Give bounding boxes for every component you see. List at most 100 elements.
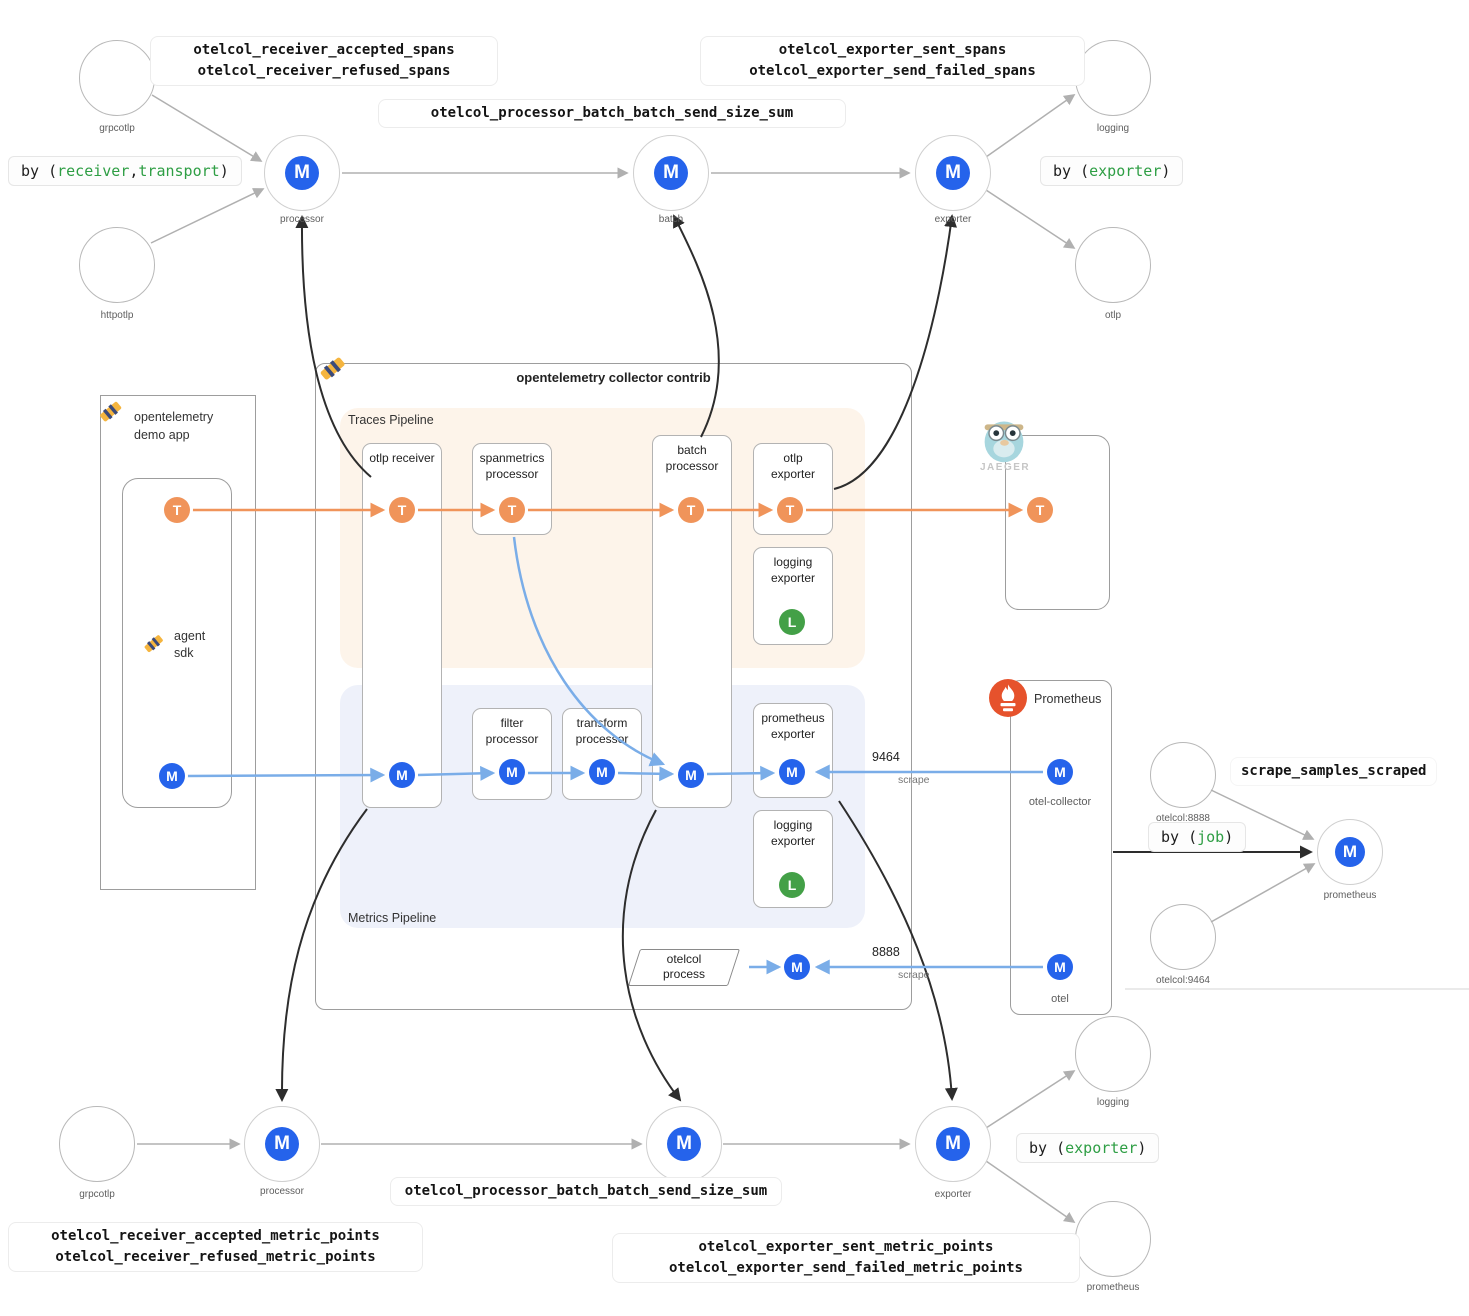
trace-signal-icon: T (499, 497, 525, 523)
metric-node-prometheus-scrape: M (1317, 819, 1383, 885)
by-transport: transport (138, 162, 220, 180)
scrape-target-8888 (1150, 742, 1216, 808)
by-job-label: by (job) (1148, 822, 1247, 852)
endpoint-label: grpcotlp (79, 1189, 115, 1200)
scrape-word: scrape (898, 774, 930, 786)
endpoint-grpcotlp (79, 40, 155, 116)
exporter-points-metric-label: otelcol_exporter_sent_metric_points otel… (612, 1233, 1080, 1283)
metric-badge-icon: M (654, 156, 688, 190)
opentelemetry-icon (96, 397, 126, 432)
trace-signal-icon: T (678, 497, 704, 523)
by-open: by ( (1161, 828, 1198, 846)
by-close: ) (1161, 162, 1171, 180)
metric-node-batch-spans: M (633, 135, 709, 211)
metric-badge-icon: M (1335, 837, 1365, 867)
opentelemetry-icon (316, 352, 350, 391)
metric-node-exporter-spans: M (915, 135, 991, 211)
by-close: ) (1137, 1139, 1147, 1157)
endpoint-logging-spans (1075, 40, 1151, 116)
metric-node-label: exporter (934, 1189, 972, 1200)
metric-signal-icon: M (499, 759, 525, 785)
box-logging-exporter-metrics: logging exporter (753, 810, 833, 908)
jaeger-frame (1005, 435, 1110, 610)
trace-signal-icon: T (164, 497, 190, 523)
demo-app-title: opentelemetry demo app (134, 410, 214, 442)
metrics-pipeline-label: Metrics Pipeline (348, 911, 437, 925)
metric-signal-icon: M (389, 762, 415, 788)
traces-pipeline-label: Traces Pipeline (348, 413, 434, 427)
trace-signal-icon: T (1027, 497, 1053, 523)
metric-badge-icon: M (285, 156, 319, 190)
metric-badge-icon: M (936, 156, 970, 190)
collector-contrib-frame (315, 363, 912, 1010)
endpoint-label: httpotlp (100, 310, 134, 321)
trace-signal-icon: T (389, 497, 415, 523)
log-signal-icon: L (779, 609, 805, 635)
metric-signal-icon: M (779, 759, 805, 785)
by-open: by ( (1029, 1139, 1066, 1157)
otelcol-process-label: otelcol process (662, 952, 706, 981)
metric-signal-icon: M (678, 762, 704, 788)
prometheus-title: Prometheus (1034, 692, 1102, 706)
by-close: ) (219, 162, 229, 180)
otel-node-label: otel (1051, 993, 1069, 1005)
trace-signal-icon: T (777, 497, 803, 523)
metric-signal-icon: M (1047, 954, 1073, 980)
metric-node-label: processor (260, 1186, 304, 1197)
scrape-port-9464: 9464 (872, 750, 900, 764)
by-receiver: receiver (57, 162, 130, 180)
processor-batch-metric-label-bottom: otelcol_processor_batch_batch_send_size_… (390, 1177, 782, 1206)
endpoint-grpcotlp-metrics (59, 1106, 135, 1182)
jaeger-mascot-icon (973, 406, 1035, 473)
metric-badge-icon: M (936, 1127, 970, 1161)
log-signal-icon: L (779, 872, 805, 898)
scrape-target-label: otelcol:8888 (1156, 813, 1210, 824)
metric-badge-icon: M (265, 1127, 299, 1161)
metric-badge-icon: M (667, 1127, 701, 1161)
by-exporter: exporter (1089, 162, 1162, 180)
metric-signal-icon: M (1047, 759, 1073, 785)
exporter-spans-metric-label: otelcol_exporter_sent_spans otelcol_expo… (700, 36, 1085, 86)
endpoint-otlp-spans (1075, 227, 1151, 303)
endpoint-prometheus-metrics (1075, 1201, 1151, 1277)
by-open: by ( (1053, 162, 1090, 180)
by-receiver-transport-label: by (receiver,transport) (8, 156, 242, 186)
demo-app-frame (100, 395, 256, 890)
by-exporter-label-top: by (exporter) (1040, 156, 1184, 186)
receiver-spans-metric-label: otelcol_receiver_accepted_spans otelcol_… (150, 36, 498, 86)
endpoint-label: grpcotlp (99, 123, 135, 134)
metric-node-batch-points: M (646, 1106, 722, 1182)
box-spanmetrics-processor: spanmetrics processor (472, 443, 552, 535)
metric-node-label: exporter (934, 214, 972, 225)
metric-node-label: prometheus (1323, 890, 1377, 901)
endpoint-label: prometheus (1086, 1282, 1140, 1293)
metric-signal-icon: M (589, 759, 615, 785)
metric-node-exporter-points: M (915, 1106, 991, 1182)
receiver-points-metric-label: otelcol_receiver_accepted_metric_points … (8, 1222, 423, 1272)
by-comma: , (129, 162, 139, 180)
by-exporter: exporter (1065, 1139, 1138, 1157)
metric-node-processor-spans: M (264, 135, 340, 211)
prometheus-frame (1010, 680, 1112, 1015)
scrape-samples-metric-label: scrape_samples_scraped (1230, 757, 1438, 786)
endpoint-httpotlp (79, 227, 155, 303)
scrape-target-9464 (1150, 904, 1216, 970)
collector-title: opentelemetry collector contrib (516, 370, 711, 385)
metric-node-label: batch (658, 214, 684, 225)
metric-signal-icon: M (784, 954, 810, 980)
scrape-target-label: otelcol:9464 (1156, 975, 1210, 986)
endpoint-logging-metrics (1075, 1016, 1151, 1092)
endpoint-label: logging (1096, 123, 1130, 134)
box-filter-processor: filter processor (472, 708, 552, 800)
by-exporter-label-bottom: by (exporter) (1016, 1133, 1160, 1163)
jaeger-wordmark: JAEGER (980, 462, 1031, 473)
otel-collector-node-label: otel-collector (1028, 796, 1092, 808)
scrape-port-8888: 8888 (872, 945, 900, 959)
endpoint-label: logging (1096, 1097, 1130, 1108)
prometheus-logo-icon (988, 678, 1028, 723)
agent-sdk-frame (122, 478, 232, 808)
by-job: job (1197, 828, 1225, 846)
box-transform-processor: transform processor (562, 708, 642, 800)
metric-node-processor-points: M (244, 1106, 320, 1182)
